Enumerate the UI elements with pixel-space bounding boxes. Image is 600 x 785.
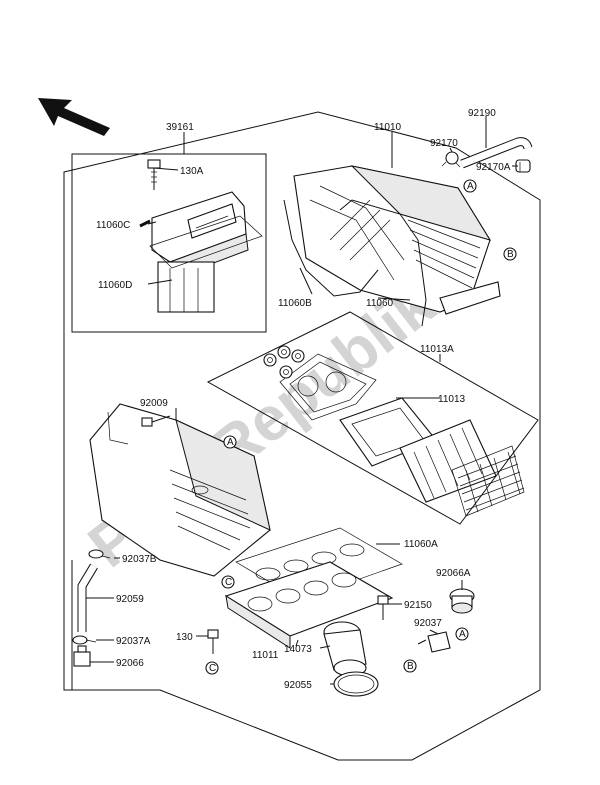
part-39161-valve: [151, 191, 249, 313]
label-92055: 92055: [284, 680, 312, 691]
label-92190: 92190: [468, 108, 496, 119]
clip-92037: [417, 631, 451, 653]
part-11010-upper-housing: [293, 165, 501, 315]
gasket-11060B: [283, 199, 379, 297]
clamp-92037A: [72, 635, 97, 645]
label-92150: 92150: [404, 600, 432, 611]
label-92059: 92059: [116, 594, 144, 605]
grommets: [263, 345, 305, 379]
part-lower-housing: [89, 403, 271, 577]
callout-c-bottom: C: [205, 661, 219, 675]
label-11010: 11010: [374, 122, 402, 133]
part-11011-base: [224, 561, 394, 649]
svg-text:A: A: [467, 181, 474, 192]
svg-text:C: C: [225, 577, 232, 588]
hose-group-outline: [71, 560, 160, 691]
callout-a-top: A: [463, 179, 477, 193]
label-92170A: 92170A: [476, 162, 511, 173]
bolt-92150: [377, 595, 389, 620]
label-11013: 11013: [438, 394, 466, 405]
clamp-92170A: [515, 159, 531, 173]
valve-92066: [73, 645, 91, 667]
hose-11060C: [139, 219, 151, 228]
gasket-11060: [339, 199, 427, 327]
part-11013A-gasket: [279, 353, 377, 421]
svg-text:C: C: [209, 663, 216, 674]
label-39161: 39161: [166, 122, 194, 133]
label-11060C: 11060C: [96, 220, 130, 231]
part-11013-element: [339, 397, 497, 503]
callout-b-bottom: B: [403, 659, 417, 673]
label-11011: 11011: [252, 650, 279, 661]
filter-mesh: [451, 445, 525, 517]
callout-c-mid: C: [221, 575, 235, 589]
hose-92059: [77, 563, 98, 632]
plug-92066A: [449, 588, 475, 614]
bolt-130: [207, 629, 219, 654]
leader-lines: [86, 116, 518, 685]
callout-a-mid: A: [223, 435, 237, 449]
clamp-92037B: [88, 549, 111, 559]
label-92066A: 92066A: [436, 568, 471, 579]
label-92009: 92009: [140, 398, 168, 409]
svg-text:B: B: [507, 249, 514, 260]
gasket-11060D: [149, 215, 263, 269]
label-11060: 11060: [366, 298, 394, 309]
duct-14073: [323, 621, 367, 677]
front-direction-arrow-icon: [38, 98, 110, 136]
svg-text:A: A: [459, 629, 466, 640]
o-ring-92055: [333, 671, 379, 697]
label-130: 130: [176, 632, 193, 643]
bolt-130A: [147, 159, 161, 190]
label-11060B: 11060B: [278, 298, 312, 309]
clamp-92170: [441, 151, 461, 168]
label-130A: 130A: [180, 166, 204, 177]
label-11060D: 11060D: [98, 280, 132, 291]
svg-text:B: B: [407, 661, 414, 672]
hose-92190: [460, 137, 533, 169]
label-92037B: 92037B: [122, 554, 157, 565]
subassembly-box-11013: [206, 311, 539, 525]
label-92170: 92170: [430, 138, 458, 149]
part-labels: 39161 130A 11060C 11060D 11010 92190 921…: [96, 108, 511, 691]
o-ring-92055-inner: [337, 674, 375, 694]
subassembly-box-39161: [71, 153, 267, 333]
label-14073: 14073: [284, 644, 312, 655]
callout-a-right: A: [455, 627, 469, 641]
label-92037: 92037: [414, 618, 442, 629]
label-11013A: 11013A: [420, 344, 454, 355]
svg-text:A: A: [227, 437, 234, 448]
label-11060A: 11060A: [404, 539, 438, 550]
label-92066: 92066: [116, 658, 144, 669]
bolt-92009: [141, 415, 171, 427]
label-92037A: 92037A: [116, 636, 151, 647]
callout-b-top: B: [503, 247, 517, 261]
